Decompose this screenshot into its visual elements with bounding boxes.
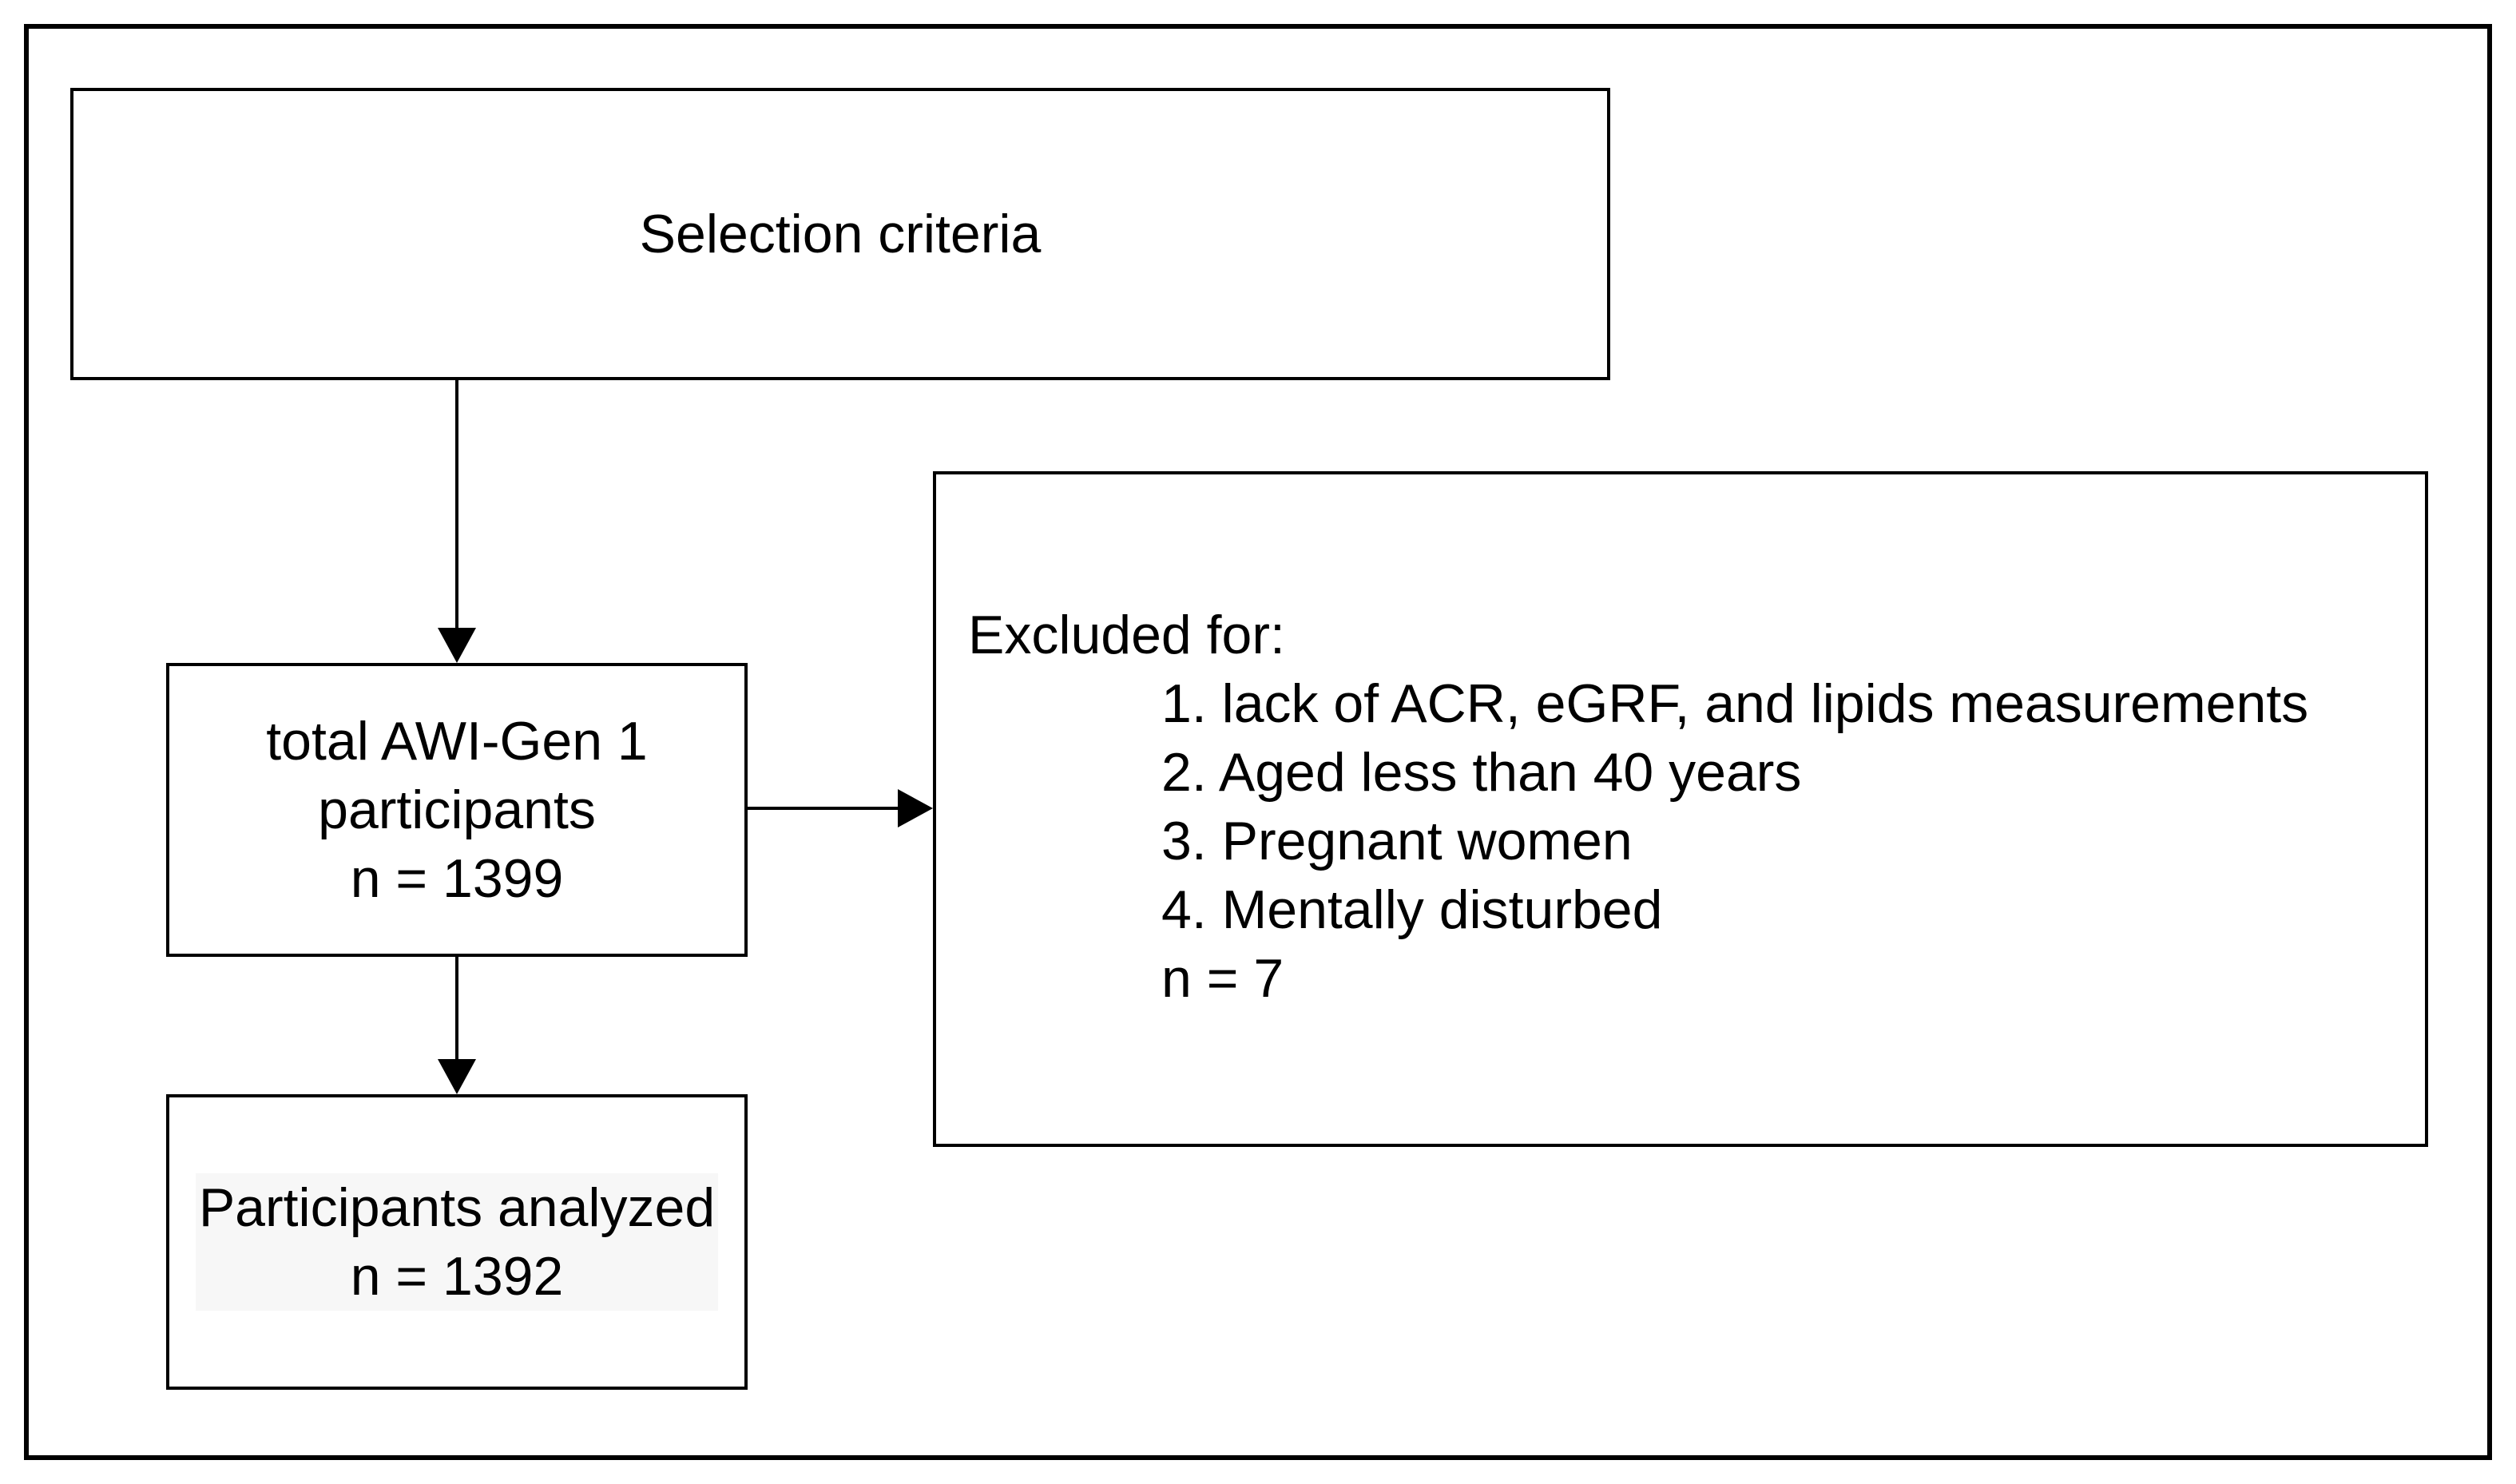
participants-analyzed-label: Participants analyzed bbox=[198, 1177, 716, 1238]
arrowhead-down-icon bbox=[438, 628, 476, 663]
total-participants-line-2: participants bbox=[318, 780, 596, 840]
exclusion-list: 1. lack of ACR, eGRF, and lipids measure… bbox=[1161, 669, 2308, 1013]
total-participants-count: n = 1399 bbox=[350, 848, 564, 909]
participants-analyzed-box: Participants analyzed n = 1392 bbox=[166, 1094, 748, 1390]
exclusion-item: 2. Aged less than 40 years bbox=[1161, 742, 1802, 803]
exclusion-item: 4. Mentally disturbed bbox=[1161, 879, 1663, 940]
selection-criteria-label: Selection criteria bbox=[639, 204, 1042, 264]
figure-frame bbox=[24, 24, 2492, 1460]
excluded-count: n = 7 bbox=[1161, 948, 1284, 1009]
exclusion-item: 1. lack of ACR, eGRF, and lipids measure… bbox=[1161, 673, 2309, 734]
exclusion-item: 3. Pregnant women bbox=[1161, 811, 1633, 871]
arrowhead-down-icon bbox=[438, 1059, 476, 1094]
selection-criteria-box: Selection criteria bbox=[70, 88, 1610, 380]
excluded-heading: Excluded for: bbox=[968, 605, 1285, 665]
participants-analyzed-count: n = 1392 bbox=[350, 1246, 564, 1307]
participants-analyzed-text: Participants analyzed n = 1392 bbox=[195, 1173, 719, 1311]
excluded-box: Excluded for: 1. lack of ACR, eGRF, and … bbox=[933, 471, 2428, 1147]
total-participants-line-1: total AWI-Gen 1 bbox=[266, 711, 648, 772]
total-participants-box: total AWI-Gen 1 participants n = 1399 bbox=[166, 663, 748, 957]
arrowhead-right-icon bbox=[898, 789, 933, 827]
